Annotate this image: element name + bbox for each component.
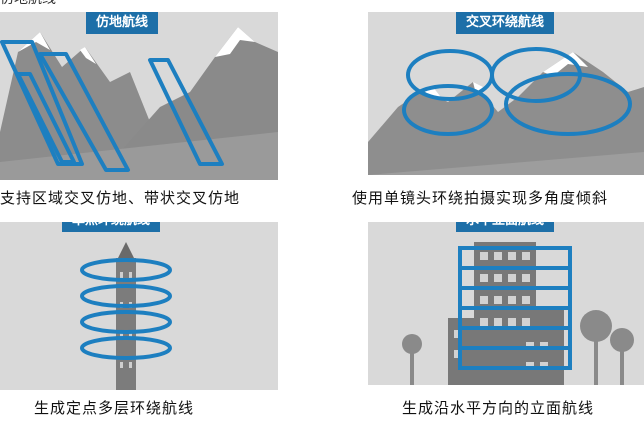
orbit-layer-3 bbox=[80, 310, 172, 334]
terrain-route-path-4 bbox=[16, 72, 76, 164]
orbit-ring-4 bbox=[504, 72, 632, 136]
terrain-route-path-1 bbox=[0, 40, 84, 166]
facade-route-row-6 bbox=[458, 346, 572, 370]
orbit-layer-1 bbox=[80, 258, 172, 282]
trees bbox=[402, 310, 634, 385]
tower bbox=[116, 242, 136, 390]
panel-title-single-point: 单点环绕航线 bbox=[62, 222, 161, 232]
panel-cross-orbit-route: 交叉环绕航线 bbox=[368, 12, 644, 175]
panel-title-cross-orbit: 交叉环绕航线 bbox=[456, 12, 555, 34]
orbit-layer-4 bbox=[80, 336, 172, 360]
panel-terrain-route: 仿地航线 bbox=[0, 12, 278, 180]
terrain-route-path-2 bbox=[38, 52, 130, 172]
cross-orbit-illustration bbox=[368, 12, 644, 175]
orbit-ring-3 bbox=[402, 84, 494, 136]
panel-facade-route: 水平立面航线 bbox=[368, 222, 644, 385]
caption-terrain: 支持区域交叉仿地、带状交叉仿地 bbox=[0, 189, 241, 207]
caption-facade: 生成沿水平方向的立面航线 bbox=[402, 399, 595, 417]
mountain-range bbox=[368, 52, 644, 175]
terrain-route-illustration bbox=[0, 12, 278, 180]
corner-text: 仿地航线 bbox=[0, 0, 56, 8]
panel-single-point-orbit: 单点环绕航线 bbox=[0, 222, 278, 390]
facade-route-illustration bbox=[368, 222, 644, 385]
caption-cross-orbit: 使用单镜头环绕拍摄实现多角度倾斜 bbox=[352, 189, 609, 207]
panel-title-facade: 水平立面航线 bbox=[456, 222, 555, 232]
single-point-orbit-illustration bbox=[0, 222, 278, 390]
orbit-layer-2 bbox=[80, 284, 172, 308]
terrain-route-path-3 bbox=[148, 58, 224, 166]
panel-title-terrain: 仿地航线 bbox=[86, 12, 159, 34]
caption-single-point: 生成定点多层环绕航线 bbox=[34, 399, 195, 417]
